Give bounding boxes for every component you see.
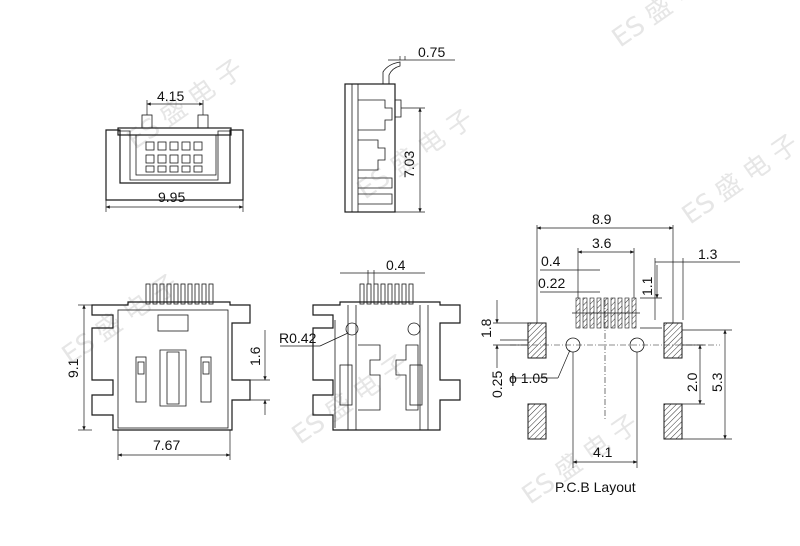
dim-2-0: 2.0 [684,372,700,392]
watermark-brand: ES [122,112,166,155]
dim-pcb-0-4: 0.4 [541,253,561,269]
watermark-7: ES 盛 电 子 [677,129,800,231]
dim-9-1: 9.1 [65,358,81,378]
bottom-view: 0.4 R0.42 [279,257,461,431]
dim-0-4: 0.4 [386,257,406,273]
dim-9-95: 9.95 [158,189,185,205]
pcb-pad-top-right [663,322,683,359]
watermark-chinese: 盛 电 子 [90,269,185,348]
pcb-layout: 8.9 3.6 0.4 0.22 1.3 1.1 1.8 0.25 ϕ 1. [478,211,740,495]
top-view: 9.1 1.6 7.67 [65,283,270,460]
dim-7-03: 7.03 [401,151,417,178]
dim-3-6: 3.6 [592,235,612,251]
watermark-brand: ES [352,162,396,205]
dim-r0-42: R0.42 [279,330,317,346]
watermark-4: ES 盛 电 子 [57,269,184,371]
dim-1-3: 1.3 [698,246,718,262]
watermark-chinese: 盛 电 子 [640,0,735,31]
dim-1-8: 1.8 [478,318,494,338]
pcb-pad-bottom-left [527,403,547,440]
side-view: 0.75 7.03 [344,44,455,213]
dim-1-6: 1.6 [247,346,263,366]
dim-0-25: 0.25 [489,371,505,398]
dim-5-3: 5.3 [709,372,725,392]
watermark-5: ES 盛 电 子 [287,349,414,451]
front-view: 4.15 9.95 [105,88,244,212]
top-view-pins [145,283,214,305]
pcb-pad-top-left [527,322,547,359]
dim-8-9: 8.9 [592,211,612,227]
pcb-layout-title: P.C.B Layout [555,479,636,495]
watermark-chinese: 盛 电 子 [710,129,800,208]
dim-7-67: 7.67 [153,437,180,453]
watermark-brand: ES [607,10,651,53]
watermark-chinese: 盛 电 子 [385,104,480,183]
dim-phi-1-05: ϕ 1.05 [509,370,548,386]
watermark-brand: ES [287,407,331,450]
watermark-chinese: 盛 电 子 [320,349,415,428]
dim-4-1: 4.1 [593,444,613,460]
dim-0-75: 0.75 [418,44,445,60]
front-contacts [145,141,203,173]
pcb-pad-bottom-right [663,403,683,440]
dim-1-1: 1.1 [639,276,655,296]
dim-4-15: 4.15 [157,88,184,104]
watermark-brand: ES [677,187,721,230]
dim-0-22: 0.22 [538,275,565,291]
watermark-1: ES 盛 电 子 [607,0,734,54]
bottom-view-pins [359,283,414,305]
